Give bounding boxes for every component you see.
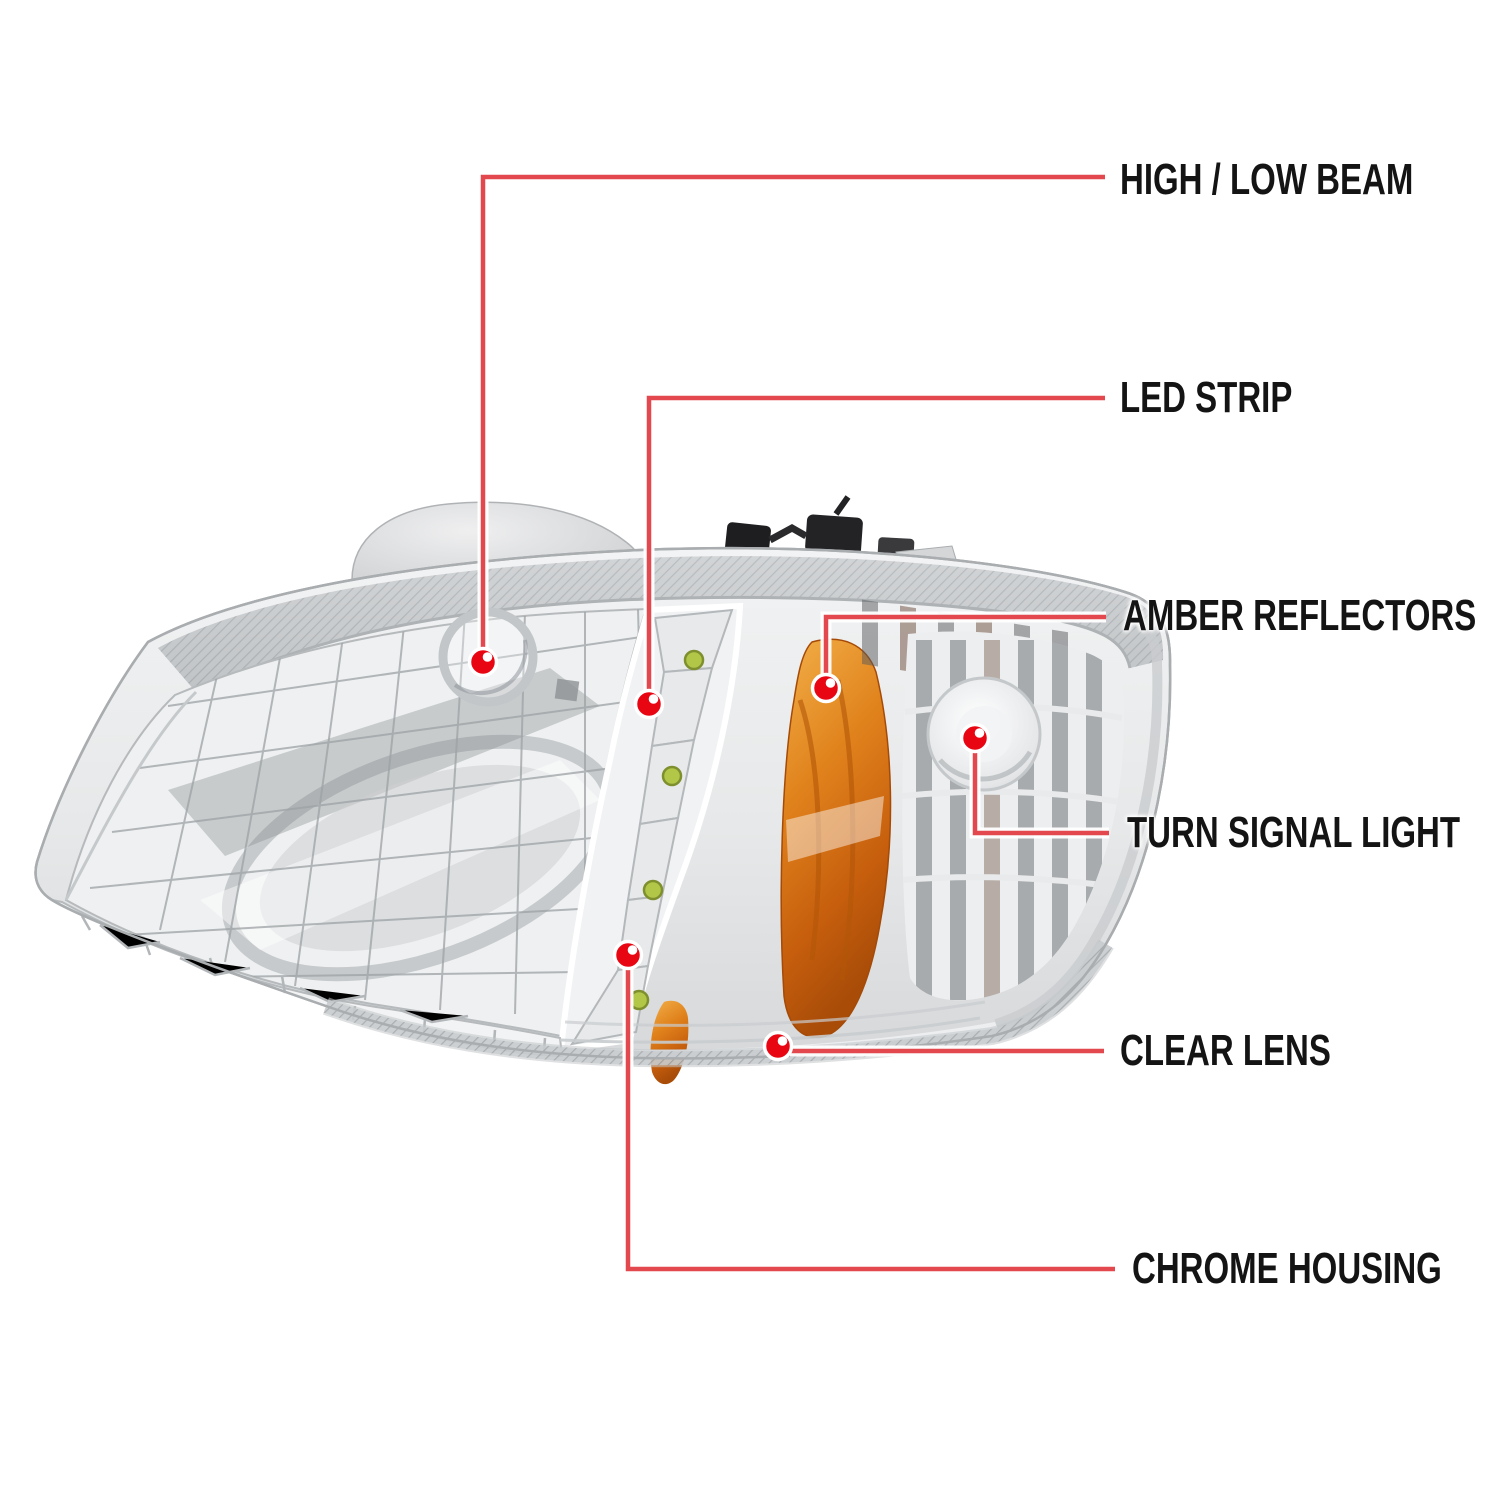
marker-dot-amber-reflectors bbox=[810, 672, 842, 704]
callout-line-led-strip bbox=[646, 395, 1105, 704]
reflector-grid-lines bbox=[89, 609, 646, 1015]
callout-line-high-low-beam bbox=[480, 174, 1105, 662]
label-led-strip: LED STRIP bbox=[1120, 373, 1293, 422]
label-clear-lens: CLEAR LENS bbox=[1120, 1026, 1331, 1075]
amber-reflector-shape bbox=[650, 638, 892, 1085]
callout-lines bbox=[477, 171, 1115, 1275]
marker-dots bbox=[467, 646, 991, 1062]
right-inner-rim bbox=[64, 607, 1163, 1029]
marker-dot-led-strip bbox=[633, 688, 665, 720]
callout-line-chrome-housing bbox=[625, 955, 1115, 1272]
marker-dot-clear-lens bbox=[762, 1030, 794, 1062]
label-high-low-beam: HIGH / LOW BEAM bbox=[1120, 155, 1414, 204]
high-low-beam-chamber bbox=[64, 607, 648, 1038]
marker-dot-high-low-beam bbox=[467, 646, 499, 678]
top-ribbed-trim bbox=[158, 556, 1164, 694]
label-chrome-housing: CHROME HOUSING bbox=[1132, 1244, 1442, 1293]
callout-line-amber-reflectors bbox=[823, 614, 1106, 688]
bottom-row-facets bbox=[80, 915, 547, 1053]
label-turn-signal-light: TURN SIGNAL LIGHT bbox=[1127, 808, 1461, 857]
marker-dot-chrome-housing bbox=[612, 939, 644, 971]
label-amber-reflectors: AMBER REFLECTORS bbox=[1123, 591, 1477, 640]
marker-dot-turn-signal-light bbox=[959, 722, 991, 754]
callout-red-lines bbox=[480, 174, 1115, 1272]
callout-line-turn-signal-light bbox=[972, 738, 1109, 836]
